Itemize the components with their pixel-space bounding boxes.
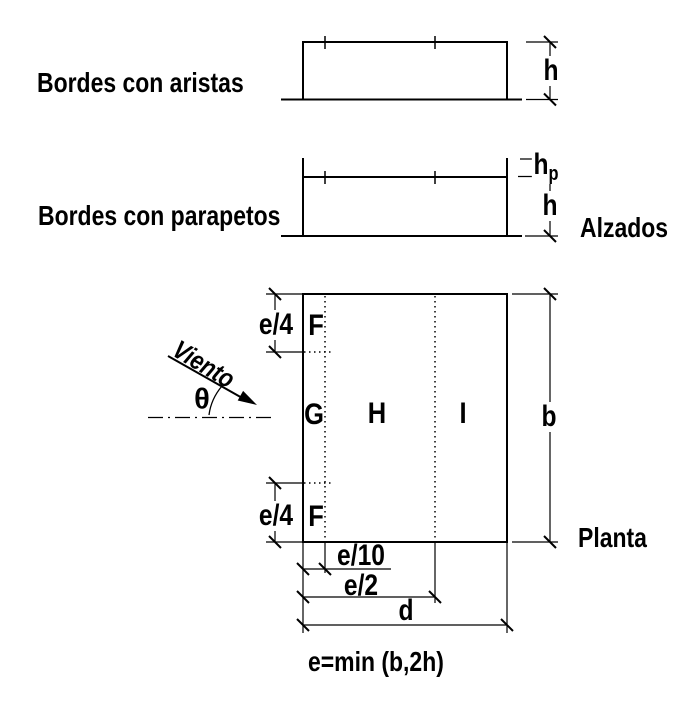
bottom-extension-lines (302, 542, 508, 633)
zone-label-f-bottom: F (308, 500, 324, 533)
b-dimension-ticks (543, 287, 557, 549)
dim-label-hp: hp (531, 148, 561, 185)
dim-label-hp-main: h (533, 148, 549, 181)
wind-arrow (148, 355, 272, 419)
dim-label-e4-bottom: e/4 (257, 499, 295, 532)
wind-arrow-shaft (167, 355, 245, 400)
formula-e-min: e=min (b,2h) (308, 646, 444, 677)
zone-label-h: H (367, 397, 387, 430)
wind-angle-theta-label: θ (194, 383, 210, 416)
extension-lines (526, 41, 558, 101)
caption-bordes-parapetos: Bordes con parapetos (38, 200, 281, 231)
dim-label-h-parapetos: h (540, 189, 560, 222)
e4-dimension-ticks (268, 287, 282, 549)
left-extension-lines (266, 293, 303, 543)
caption-bordes-aristas: Bordes con aristas (37, 67, 244, 98)
dim-label-d: d (398, 594, 414, 627)
zone-tick-marks (324, 171, 436, 184)
zone-boundaries-vertical (324, 296, 436, 540)
elevation-aristas-lines (281, 35, 558, 107)
caption-alzados: Alzados (580, 212, 669, 243)
bottom-dimension-ticks (296, 562, 514, 632)
dim-label-e10: e/10 (337, 539, 385, 572)
roof-outline (302, 293, 508, 543)
dim-label-e2: e/2 (343, 569, 379, 602)
elevation-parapetos-lines (281, 152, 558, 243)
zone-label-f-top: F (308, 309, 324, 342)
dim-label-b: b (539, 400, 559, 433)
zone-label-i: I (459, 397, 467, 430)
dimension-ticks (543, 35, 557, 107)
zone-tick-marks (324, 36, 436, 49)
dim-label-hp-sub: p (548, 163, 559, 185)
caption-planta: Planta (578, 522, 647, 553)
dim-label-e4-top: e/4 (257, 308, 295, 341)
wind-arrowhead (237, 390, 257, 405)
dim-label-h-aristas: h (541, 54, 561, 87)
parapet-walls (302, 158, 508, 236)
angle-arc (208, 385, 223, 416)
zone-label-g: G (304, 398, 324, 431)
